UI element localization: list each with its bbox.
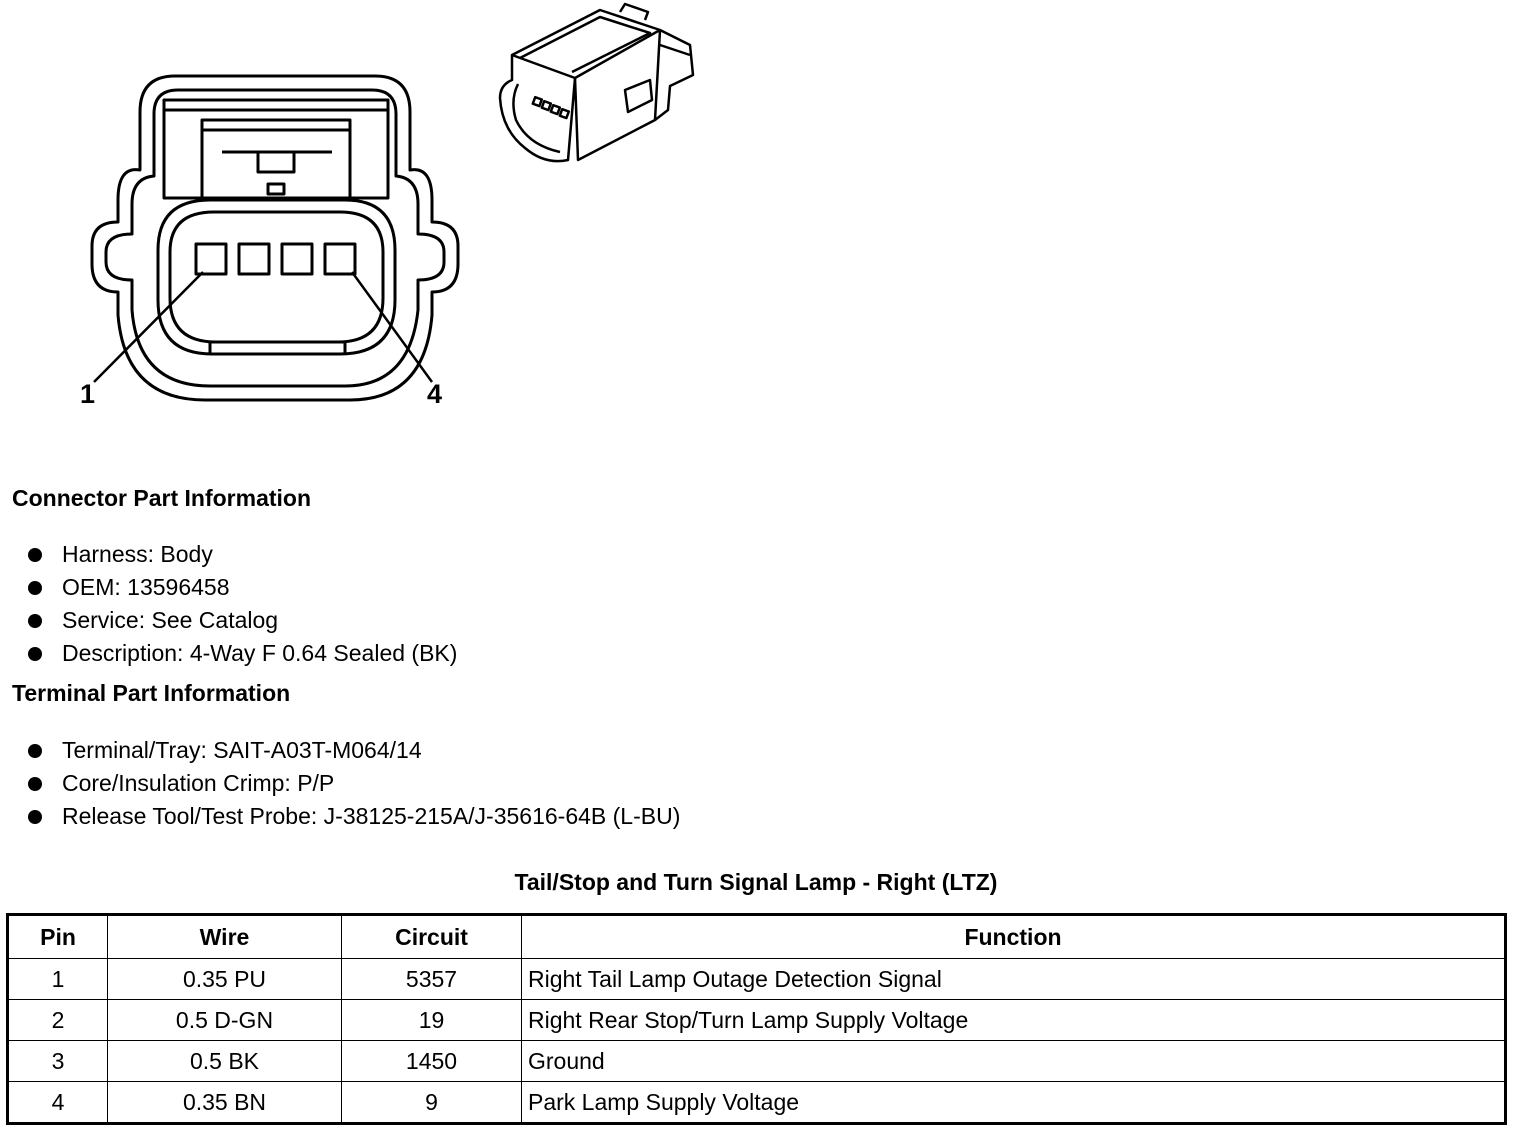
- bullet-icon: [28, 580, 42, 595]
- function-cell: Park Lamp Supply Voltage: [521, 1081, 1506, 1124]
- connector-info-list: Harness: Body OEM: 13596458 Service: See…: [28, 538, 457, 670]
- wire-cell: 0.5 D-GN: [107, 999, 342, 1041]
- pin-table: Pin Wire Circuit Function 1 0.35 PU 5357…: [6, 913, 1507, 1125]
- wire-cell: 0.35 PU: [107, 958, 342, 1000]
- list-item-text: Terminal/Tray: SAIT-A03T-M064/14: [62, 737, 422, 763]
- column-header-function: Function: [521, 914, 1506, 959]
- list-item: Terminal/Tray: SAIT-A03T-M064/14: [28, 734, 680, 767]
- terminal-cavities: [194, 242, 357, 276]
- column-header-wire: Wire: [107, 914, 342, 959]
- bullet-icon: [28, 547, 42, 562]
- circuit-cell: 9: [341, 1081, 522, 1124]
- list-item: Release Tool/Test Probe: J-38125-215A/J-…: [28, 800, 680, 833]
- wire-cell: 0.35 BN: [107, 1081, 342, 1124]
- pin-cell: 1: [7, 958, 108, 1000]
- list-item-text: OEM: 13596458: [62, 574, 230, 600]
- list-item: OEM: 13596458: [28, 571, 457, 604]
- list-item-text: Release Tool/Test Probe: J-38125-215A/J-…: [62, 803, 681, 829]
- terminal-info-heading: Terminal Part Information: [12, 680, 291, 706]
- list-item: Core/Insulation Crimp: P/P: [28, 767, 680, 800]
- connector-isometric-illustration: [498, 2, 695, 163]
- terminal-info-list: Terminal/Tray: SAIT-A03T-M064/14 Core/In…: [28, 734, 680, 833]
- list-item: Service: See Catalog: [28, 604, 457, 637]
- circuit-cell: 1450: [341, 1040, 522, 1082]
- column-header-pin: Pin: [7, 914, 108, 959]
- pin-cell: 3: [7, 1040, 108, 1082]
- list-item: Description: 4-Way F 0.64 Sealed (BK): [28, 637, 457, 670]
- column-header-circuit: Circuit: [341, 914, 522, 959]
- table-row: 4 0.35 BN 9 Park Lamp Supply Voltage: [7, 1081, 1506, 1124]
- pin-1-callout: 1: [80, 379, 96, 409]
- list-item-text: Service: See Catalog: [62, 607, 279, 633]
- bullet-icon: [28, 646, 42, 661]
- function-cell: Right Rear Stop/Turn Lamp Supply Voltage: [521, 999, 1506, 1041]
- pin-table-title: Tail/Stop and Turn Signal Lamp - Right (…: [514, 869, 998, 895]
- connector-face-diagram: [90, 74, 460, 402]
- bullet-icon: [28, 743, 42, 758]
- bullet-icon: [28, 613, 42, 628]
- bullet-icon: [28, 809, 42, 824]
- connector-info-heading: Connector Part Information: [12, 485, 312, 511]
- table-header-row: Pin Wire Circuit Function: [7, 914, 1506, 959]
- pin-4-callout: 4: [427, 379, 443, 409]
- pin-cell: 2: [7, 999, 108, 1041]
- table-row: 3 0.5 BK 1450 Ground: [7, 1040, 1506, 1082]
- circuit-cell: 19: [341, 999, 522, 1041]
- table-row: 1 0.35 PU 5357 Right Tail Lamp Outage De…: [7, 958, 1506, 1000]
- pin-cell: 4: [7, 1081, 108, 1124]
- function-cell: Right Tail Lamp Outage Detection Signal: [521, 958, 1506, 1000]
- wire-cell: 0.5 BK: [107, 1040, 342, 1082]
- list-item: Harness: Body: [28, 538, 457, 571]
- bullet-icon: [28, 776, 42, 791]
- table-row: 2 0.5 D-GN 19 Right Rear Stop/Turn Lamp …: [7, 999, 1506, 1041]
- function-cell: Ground: [521, 1040, 1506, 1082]
- list-item-text: Description: 4-Way F 0.64 Sealed (BK): [62, 640, 458, 666]
- circuit-cell: 5357: [341, 958, 522, 1000]
- list-item-text: Harness: Body: [62, 541, 213, 567]
- list-item-text: Core/Insulation Crimp: P/P: [62, 770, 335, 796]
